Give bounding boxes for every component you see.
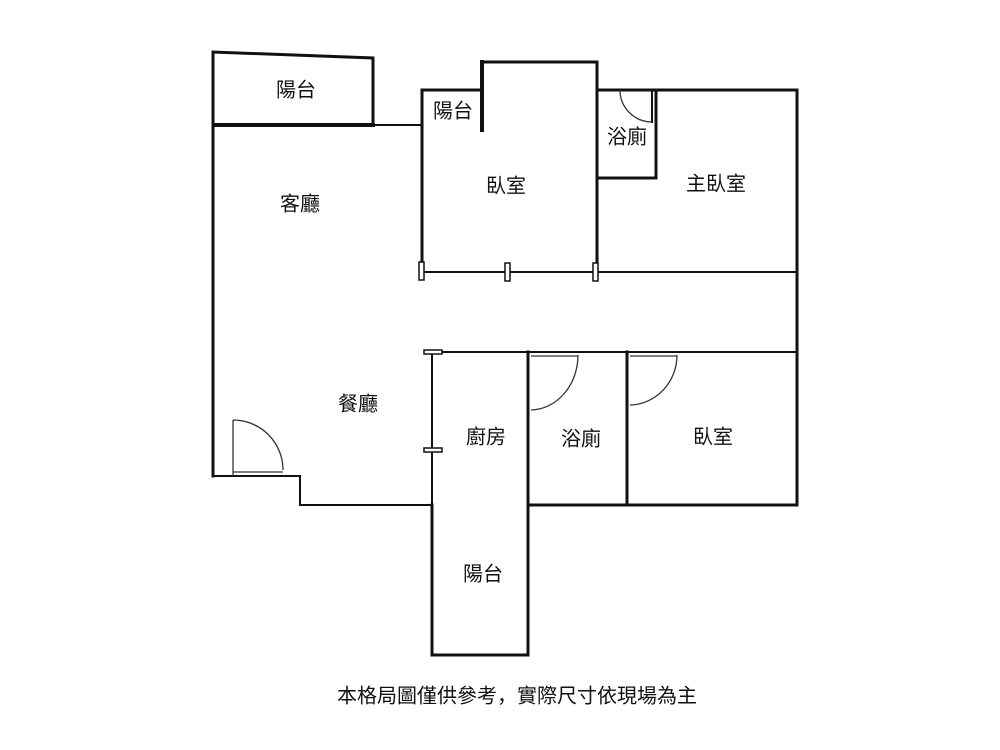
label-balcony-top-left: 陽台 bbox=[276, 78, 316, 102]
label-balcony-small: 陽台 bbox=[433, 99, 473, 123]
label-dining-room: 餐廳 bbox=[338, 392, 378, 416]
label-kitchen: 廚房 bbox=[466, 425, 506, 449]
disclaimer-caption: 本格局圖僅供參考，實際尺寸依現場為主 bbox=[337, 684, 697, 708]
label-bath-bottom: 浴廁 bbox=[561, 427, 601, 451]
label-living-room: 客廳 bbox=[280, 192, 320, 216]
label-bedroom-bottom: 臥室 bbox=[693, 425, 733, 449]
label-balcony-bottom: 陽台 bbox=[463, 562, 503, 586]
door-jambs bbox=[418, 261, 599, 453]
walls bbox=[211, 50, 799, 657]
room-labels: 陽台 陽台 浴廁 臥室 主臥室 客廳 餐廳 廚房 浴廁 臥室 陽台 bbox=[276, 78, 746, 586]
label-bedroom-top: 臥室 bbox=[486, 174, 526, 198]
door-swings bbox=[232, 89, 678, 476]
label-master-bedroom: 主臥室 bbox=[686, 172, 746, 196]
label-bath-top: 浴廁 bbox=[607, 125, 647, 149]
